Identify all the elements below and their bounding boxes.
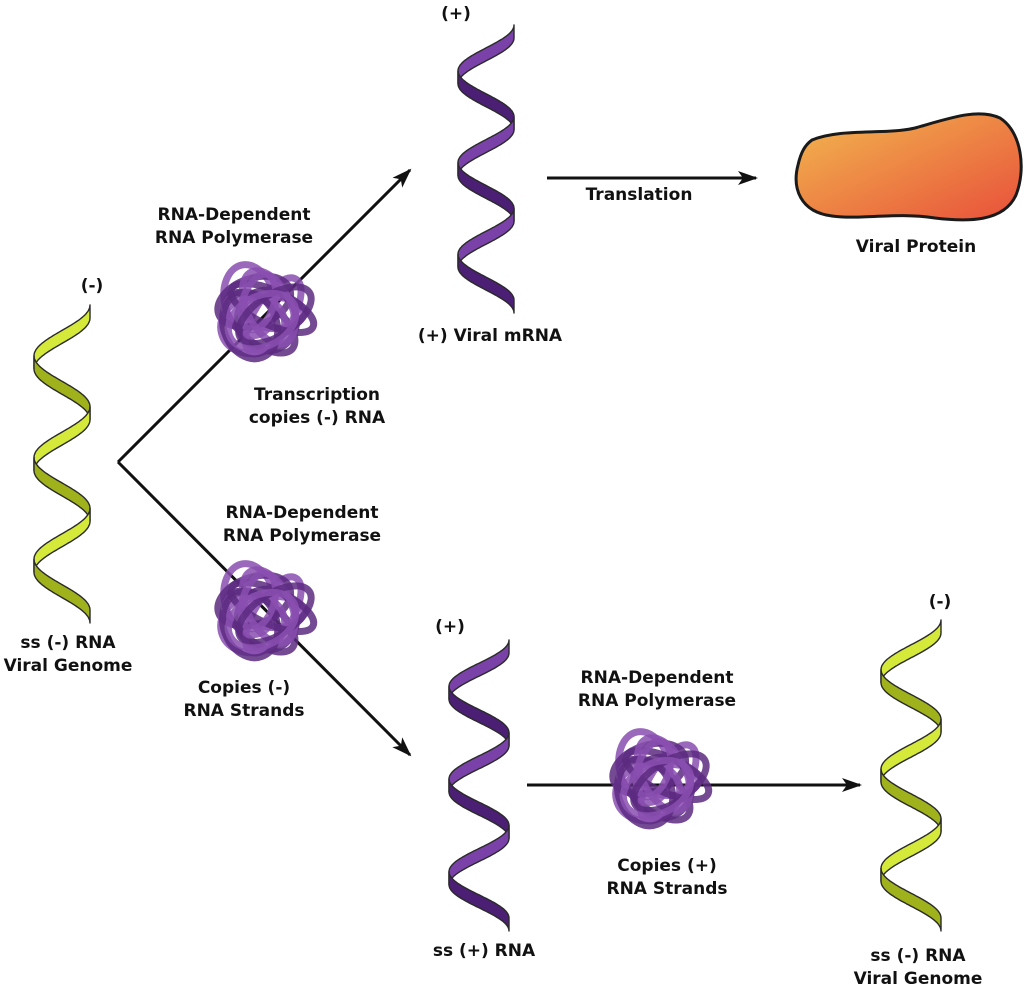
coil-loop bbox=[632, 737, 675, 801]
copies-minus-label-line2: RNA Strands bbox=[183, 701, 305, 721]
arrow-to-mrna bbox=[116, 168, 412, 464]
viral-protein-icon bbox=[794, 112, 1023, 222]
genome-label-line2: Viral Genome bbox=[3, 656, 133, 676]
genome-label-line1: ss (-) RNA bbox=[20, 633, 116, 653]
plus-strand-rna-helix-icon bbox=[448, 639, 510, 932]
plus-rna-label: ss (+) RNA bbox=[432, 941, 536, 961]
minus-strand-helix-icon bbox=[33, 304, 91, 624]
mrna-sign-label: (+) bbox=[441, 4, 471, 24]
helix-ribbon-segment bbox=[33, 406, 91, 472]
mrna-label: (+) Viral mRNA bbox=[417, 326, 563, 346]
coil-loop bbox=[619, 756, 695, 820]
transcription-label-line1: Transcription bbox=[254, 385, 380, 405]
new-minus-strand-helix-icon bbox=[880, 619, 942, 932]
copies-plus-label-line1: Copies (+) bbox=[617, 856, 717, 876]
translation-label: Translation bbox=[585, 185, 693, 205]
transcription-label-line2: copies (-) RNA bbox=[248, 408, 386, 428]
coil-loop bbox=[224, 289, 300, 353]
helix-ribbon-segment bbox=[457, 253, 515, 314]
genome-sign-label: (-) bbox=[80, 276, 104, 296]
bottom-polymerase-label-line2: RNA Polymerase bbox=[577, 691, 737, 711]
helix-ribbon-segment bbox=[33, 507, 91, 573]
polymerase-coil-icon-middle bbox=[214, 560, 318, 662]
top-polymerase-label-line1: RNA-Dependent bbox=[157, 205, 311, 225]
plus-strand-mrna-helix-icon bbox=[457, 24, 515, 314]
helix-ribbon-segment bbox=[448, 639, 510, 700]
helix-ribbon-segment bbox=[33, 355, 91, 421]
helix-ribbon-segment bbox=[448, 685, 510, 747]
copies-minus-label-line1: Copies (-) bbox=[197, 678, 291, 698]
coil-loop bbox=[219, 587, 282, 662]
middle-polymerase-label-line1: RNA-Dependent bbox=[225, 503, 379, 523]
polymerase-coil-icon-top bbox=[214, 261, 318, 363]
helix-ribbon-segment bbox=[448, 824, 510, 886]
helix-ribbon-segment bbox=[880, 818, 942, 882]
helix-ribbon-segment bbox=[880, 718, 942, 783]
arrow-to-plus-rna bbox=[116, 460, 412, 757]
bottom-polymerase-label-line1: RNA-Dependent bbox=[580, 668, 734, 688]
middle-polymerase-label-line2: RNA Polymerase bbox=[222, 526, 382, 546]
top-polymerase-label-line2: RNA Polymerase bbox=[154, 228, 314, 248]
coil-loop bbox=[614, 755, 677, 830]
helix-ribbon-segment bbox=[880, 669, 942, 733]
helix-ribbon-segment bbox=[457, 207, 515, 268]
new-genome-sign-label: (-) bbox=[928, 592, 952, 612]
helix-ribbon-segment bbox=[880, 768, 942, 833]
copies-plus-label-line2: RNA Strands bbox=[606, 879, 728, 899]
helix-ribbon-segment bbox=[457, 161, 515, 222]
viral-protein-label: Viral Protein bbox=[855, 237, 977, 257]
coil-loop bbox=[237, 569, 280, 633]
helix-ribbon-segment bbox=[457, 116, 515, 177]
arrows bbox=[116, 168, 862, 792]
new-genome-label-line2: Viral Genome bbox=[853, 969, 983, 989]
helix-ribbon-segment bbox=[457, 70, 515, 131]
helix-ribbon-segment bbox=[33, 558, 91, 624]
helix-ribbon-segment bbox=[33, 304, 91, 370]
helix-ribbon-segment bbox=[880, 619, 942, 684]
new-genome-label-line1: ss (-) RNA bbox=[870, 946, 966, 966]
coil-loop bbox=[237, 270, 280, 334]
coil-loop bbox=[219, 288, 282, 363]
coil-loop bbox=[224, 588, 300, 652]
helix-ribbon-segment bbox=[33, 456, 91, 522]
plus-rna-sign-label: (+) bbox=[435, 617, 465, 637]
helix-ribbon-segment bbox=[448, 732, 510, 793]
helix-ribbon-segment bbox=[880, 867, 942, 932]
helix-ribbon-segment bbox=[448, 778, 510, 839]
helix-ribbon-segment bbox=[448, 871, 510, 932]
helix-ribbon-segment bbox=[457, 24, 515, 85]
polymerase-coil-icon-bottom bbox=[609, 728, 713, 830]
